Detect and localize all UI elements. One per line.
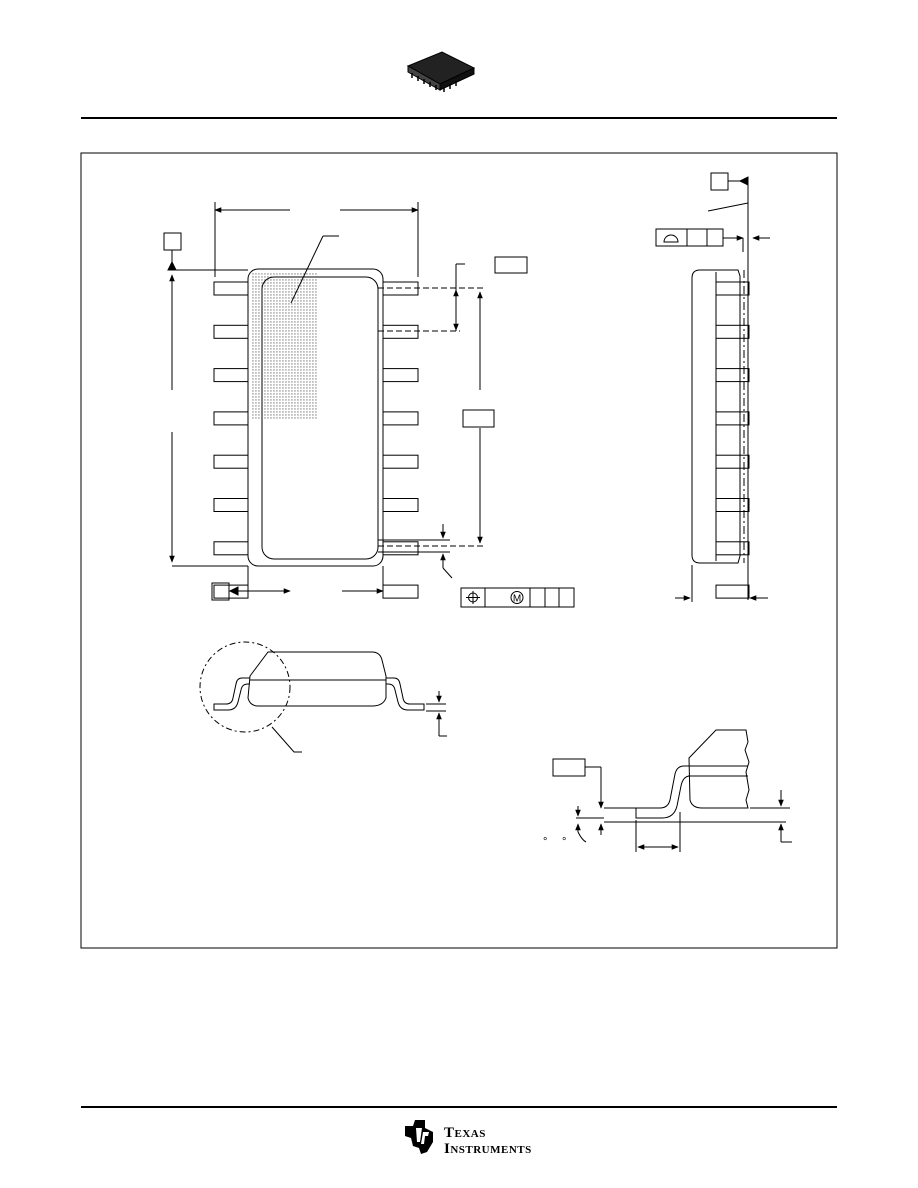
package-thumbnail-icon — [406, 51, 476, 92]
seating-plane-box — [552, 758, 586, 777]
detail-body — [688, 729, 750, 809]
position-tolerance-frame: M — [460, 587, 575, 608]
lead-side-5 — [715, 454, 750, 469]
lead-left-5 — [213, 454, 249, 469]
lead-side-3 — [715, 368, 750, 383]
lead-side-4 — [715, 411, 750, 426]
lead-side-8 — [715, 584, 750, 599]
lead-right-2 — [382, 324, 419, 339]
lead-right — [386, 677, 425, 711]
lead-right-3 — [382, 368, 419, 383]
pitch-box — [494, 256, 528, 274]
side-body — [691, 269, 741, 564]
pins-right — [382, 281, 419, 599]
detail-lead — [635, 765, 691, 819]
lead-side-7 — [715, 541, 750, 556]
lead-left-7 — [213, 541, 249, 556]
span-box — [462, 409, 495, 428]
lead-left-6 — [213, 498, 249, 512]
lead-right-7 — [382, 541, 419, 556]
flatness-symbol-icon — [663, 234, 679, 243]
detail-callout-circle — [199, 641, 291, 733]
top-view: M — [163, 202, 575, 608]
flatness-tolerance-frame — [655, 228, 724, 247]
package-body-outline — [247, 268, 384, 567]
end-body — [247, 651, 387, 707]
ti-logo-line2: Instruments — [444, 1141, 532, 1157]
lead-right-5 — [382, 454, 419, 469]
mmc-modifier-glyph: M — [513, 594, 521, 605]
pin1-index-area — [252, 273, 317, 419]
end-view — [199, 641, 447, 753]
lead-left-3 — [213, 368, 249, 383]
lead-right-8 — [382, 584, 419, 599]
detail-view: ° ° — [543, 729, 792, 852]
lead-side-1 — [715, 281, 750, 296]
lead-left — [213, 677, 250, 711]
ti-logo-line1: Texas — [444, 1125, 486, 1141]
lead-left-2 — [213, 324, 249, 339]
pins-left — [213, 281, 249, 599]
mmc-modifier-icon — [510, 591, 524, 604]
pins-side — [715, 281, 750, 599]
lead-right-6 — [382, 498, 419, 512]
position-symbol-icon — [466, 591, 480, 604]
angle-degree-max: ° — [562, 836, 566, 848]
lead-right-4 — [382, 411, 419, 426]
angle-degree-min: ° — [543, 836, 547, 848]
lead-side-6 — [715, 498, 750, 512]
ti-logo-icon — [405, 1120, 433, 1154]
drawing-frame — [80, 152, 838, 949]
datum-c-box — [710, 172, 729, 191]
datum-b-box — [211, 582, 230, 601]
datum-a-box — [163, 232, 182, 251]
lead-left-4 — [213, 411, 249, 426]
lead-side-2 — [715, 324, 750, 339]
side-view — [655, 172, 770, 602]
lead-left-1 — [213, 281, 249, 296]
